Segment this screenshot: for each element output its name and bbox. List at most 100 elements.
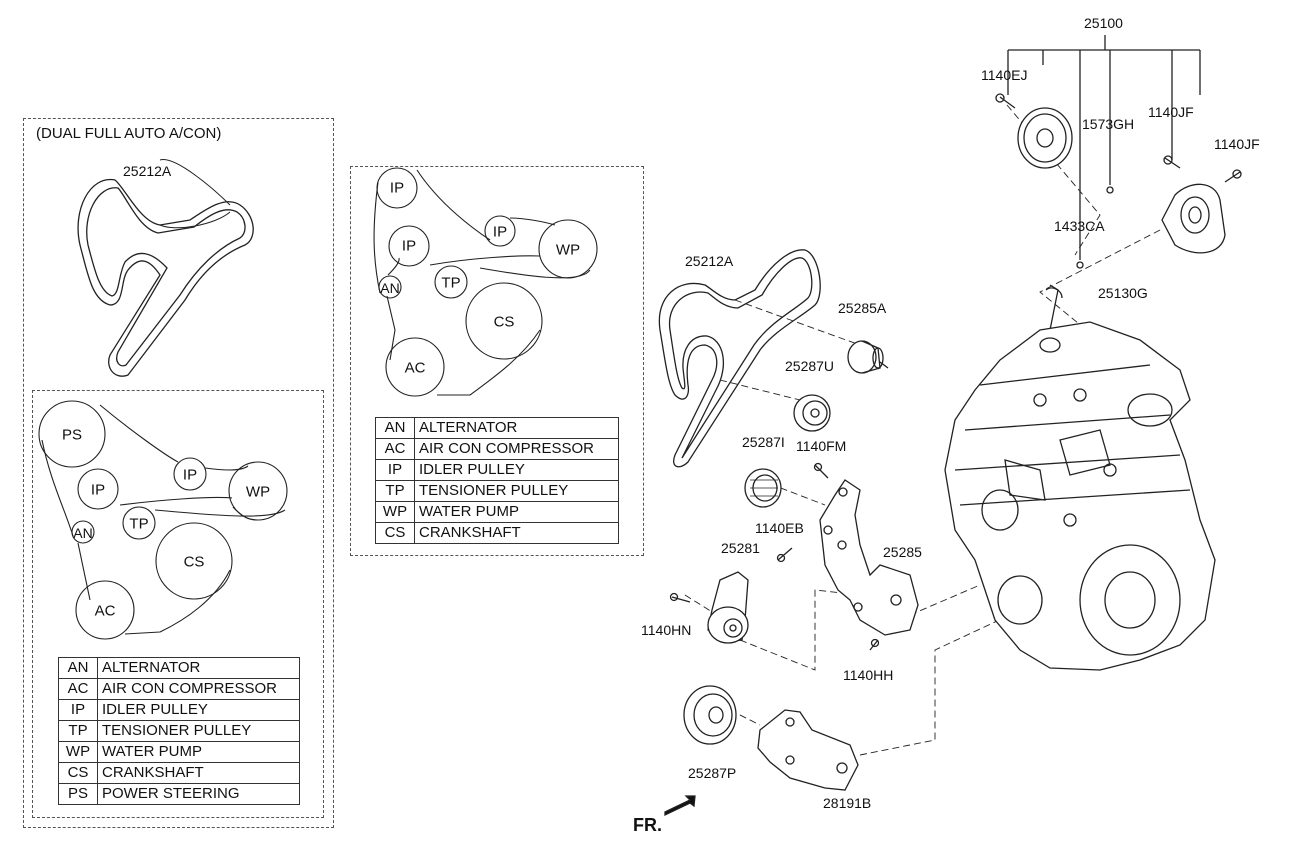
tensioner-25281 <box>707 571 749 644</box>
label-wp: WP <box>555 241 581 259</box>
legend-name: TENSIONER PULLEY <box>414 480 619 502</box>
label-ip: IP <box>401 237 417 255</box>
water-pump <box>1161 183 1226 254</box>
water-pump-pulley <box>1017 107 1073 169</box>
part-25285a: 25285A <box>838 300 887 316</box>
callout-25100 <box>1007 35 1201 260</box>
label-cs: CS <box>183 553 205 571</box>
part-25212a-box: 25212A <box>123 163 172 179</box>
pulley-25287p <box>683 685 737 745</box>
legend-name: ALTERNATOR <box>414 417 619 439</box>
standard-layout-box <box>350 166 644 556</box>
label-ip: IP <box>492 223 508 241</box>
pulley-layout-bottom <box>38 400 288 640</box>
inner-layout-box <box>32 390 324 818</box>
pulley-layout-top <box>373 167 598 397</box>
part-1140eb: 1140EB <box>755 520 804 536</box>
label-ps: PS <box>61 426 83 444</box>
legend-name: IDLER PULLEY <box>414 459 619 481</box>
part-25287u: 25287U <box>785 358 835 374</box>
pulley-25287i <box>744 468 782 508</box>
belt-25212a-main <box>658 249 821 468</box>
legend-abbr: AN <box>375 417 415 439</box>
idler-25285a <box>847 340 889 374</box>
legend-abbr: AC <box>58 678 98 700</box>
label-an: AN <box>380 280 400 296</box>
engine-block <box>944 321 1216 671</box>
belt-25212a-box <box>77 159 254 377</box>
label-ip: IP <box>90 481 106 499</box>
label-ac: AC <box>94 602 116 620</box>
legend-name: POWER STEERING <box>97 783 300 805</box>
legend-name: WATER PUMP <box>414 501 619 523</box>
legend-name: CRANKSHAFT <box>414 522 619 544</box>
part-25285: 25285 <box>883 544 922 560</box>
legend-abbr: WP <box>58 741 98 763</box>
legend-abbr: CS <box>58 762 98 784</box>
legend-abbr: IP <box>58 699 98 721</box>
legend-name: AIR CON COMPRESSOR <box>97 678 300 700</box>
part-1140hh: 1140HH <box>843 667 894 683</box>
legend-name: CRANKSHAFT <box>97 762 300 784</box>
part-1433ca: 1433CA <box>1054 218 1105 234</box>
part-25100: 25100 <box>1084 15 1123 31</box>
legend-abbr: AC <box>375 438 415 460</box>
part-1140hn: 1140HN <box>641 622 692 638</box>
part-25212a: 25212A <box>685 253 734 269</box>
label-tp: TP <box>129 515 149 533</box>
legend-abbr: IP <box>375 459 415 481</box>
part-25287i: 25287I <box>742 434 785 450</box>
legend-name: WATER PUMP <box>97 741 300 763</box>
legend-name: AIR CON COMPRESSOR <box>414 438 619 460</box>
front-arrow <box>664 795 696 817</box>
label-an: AN <box>73 525 93 541</box>
label-wp: WP <box>245 483 271 501</box>
part-1140ej: 1140EJ <box>981 67 1028 83</box>
legend-abbr: TP <box>58 720 98 742</box>
pipe-25130g <box>1045 284 1063 331</box>
label-ip: IP <box>389 179 405 197</box>
legend-abbr: PS <box>58 783 98 805</box>
bolts <box>669 93 1242 651</box>
legend-abbr: CS <box>375 522 415 544</box>
legend-abbr: WP <box>375 501 415 523</box>
legend-abbr: AN <box>58 657 98 679</box>
label-cs: CS <box>493 313 515 331</box>
legend-abbr: TP <box>375 480 415 502</box>
legend-name: IDLER PULLEY <box>97 699 300 721</box>
idler-25287u <box>793 394 831 432</box>
label-ip: IP <box>182 466 198 484</box>
part-25130g: 25130G <box>1098 285 1148 301</box>
part-25281: 25281 <box>721 540 760 556</box>
part-1140jf-a: 1140JF <box>1148 104 1194 120</box>
dual-full-auto-box <box>23 118 334 828</box>
box-caption: (DUAL FULL AUTO A/CON) <box>36 125 222 142</box>
part-1573gh: 1573GH <box>1082 116 1135 132</box>
legend-name: ALTERNATOR <box>97 657 300 679</box>
bracket-28191b <box>757 709 859 791</box>
legend-name: TENSIONER PULLEY <box>97 720 300 742</box>
part-1140fm: 1140FM <box>796 438 847 454</box>
part-25287p: 25287P <box>688 765 737 781</box>
part-28191b: 28191B <box>823 795 872 811</box>
part-1140jf-b: 1140JF <box>1214 136 1260 152</box>
label-tp: TP <box>441 274 461 292</box>
front-marker: FR. <box>633 815 662 835</box>
bracket-25285 <box>819 479 919 636</box>
